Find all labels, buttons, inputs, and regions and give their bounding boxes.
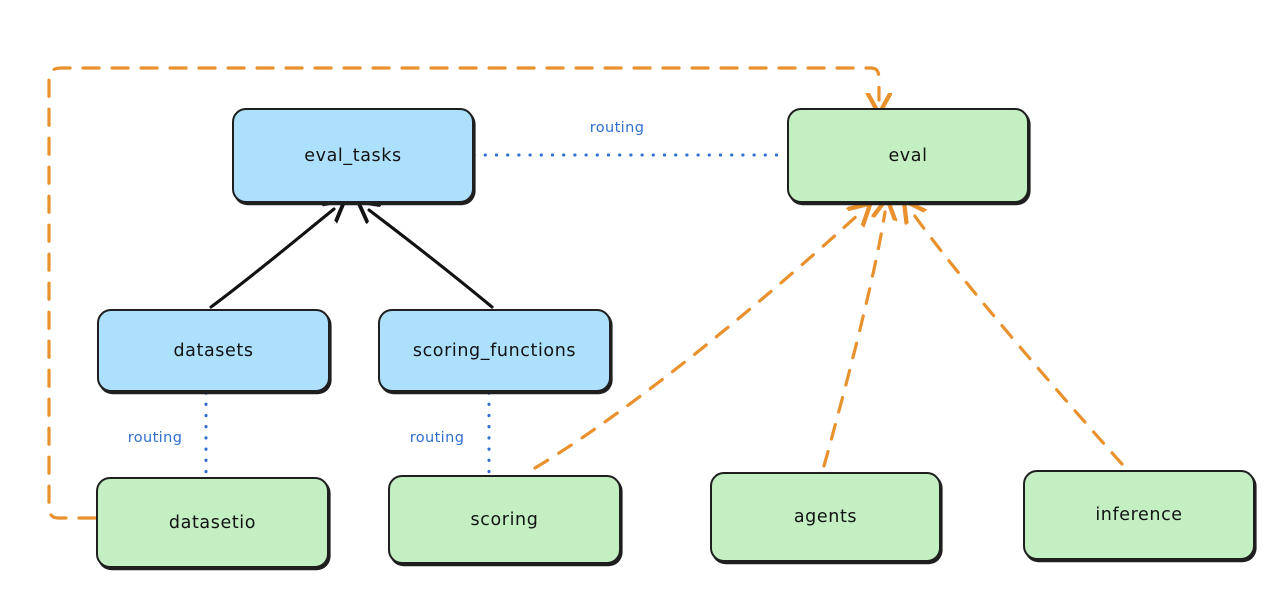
edge-datasetio-to-eval xyxy=(47,66,879,520)
edge-label-routing-scoring-functions-scoring: routing xyxy=(409,430,465,446)
edge-inference-to-eval xyxy=(912,212,1124,466)
node-eval-tasks-label: eval_tasks xyxy=(304,145,402,166)
edge-scoring-functions-to-eval-tasks xyxy=(369,210,494,309)
node-agents[interactable]: agents xyxy=(710,472,941,562)
edge-label-routing-eval-tasks-eval: routing xyxy=(589,120,645,136)
node-datasetio[interactable]: datasetio xyxy=(96,477,329,568)
edge-label-routing-datasets-datasetio: routing xyxy=(127,430,183,446)
node-datasetio-label: datasetio xyxy=(168,512,257,533)
node-datasets[interactable]: datasets xyxy=(97,309,330,392)
edge-agents-to-eval xyxy=(822,212,885,468)
node-eval-tasks[interactable]: eval_tasks xyxy=(232,108,474,203)
node-datasets-label: datasets xyxy=(173,340,254,361)
node-eval-label: eval xyxy=(888,145,928,166)
node-scoring-label: scoring xyxy=(470,509,539,530)
node-inference-label: inference xyxy=(1095,505,1183,525)
node-inference[interactable]: inference xyxy=(1023,470,1255,560)
node-agents-label: agents xyxy=(793,507,858,527)
node-scoring-functions[interactable]: scoring_functions xyxy=(378,309,611,392)
node-eval[interactable]: eval xyxy=(787,108,1029,203)
node-scoring[interactable]: scoring xyxy=(388,475,621,564)
edge-scoring-to-eval xyxy=(533,213,860,470)
node-scoring-functions-label: scoring_functions xyxy=(412,340,577,361)
edge-datasets-to-eval-tasks xyxy=(209,209,334,309)
